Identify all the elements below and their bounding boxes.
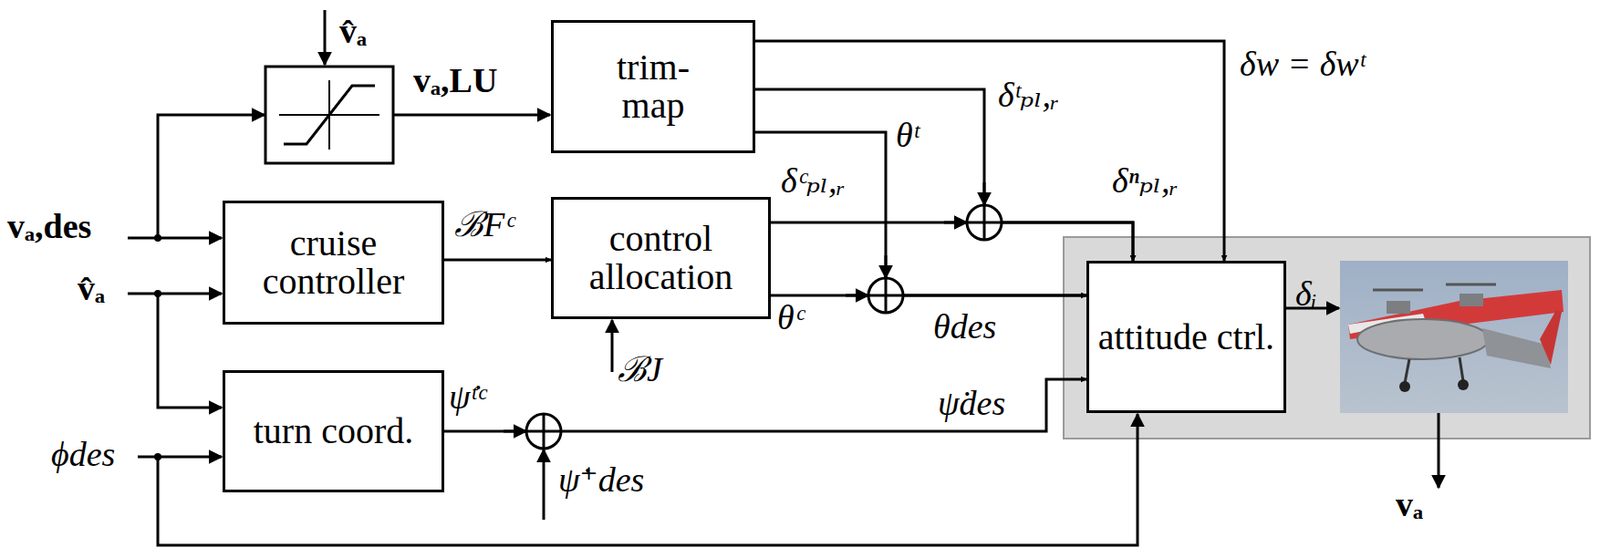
process-box: cruise controller (222, 200, 445, 325)
signal-label: vₐ,LU (413, 62, 498, 101)
signal-wires (127, 10, 1439, 546)
aircraft-photo (1340, 260, 1569, 414)
node-text-group: attitude ctrl. (1098, 318, 1275, 357)
signal-label: ψ̇⁺des (558, 461, 645, 500)
process-box: turn coord. (222, 370, 445, 493)
node-label: cruise controller (225, 224, 442, 302)
edge-label: ℬFᶜ (454, 206, 514, 245)
signal-label: ψ̇des (937, 384, 1006, 424)
node-text-group: control allocation (553, 219, 769, 297)
signal-connector (444, 259, 551, 262)
signal-label: ℬJ (617, 351, 663, 390)
edge-label: δᶜₚₗ,ᵣ (780, 162, 846, 201)
plant-band (1063, 237, 1590, 439)
signal-connector (770, 222, 1133, 261)
signal-connector (755, 89, 1133, 261)
edge-label: ψ̇ᵗᶜ (448, 378, 486, 417)
signal-label: ϕdes (51, 436, 115, 475)
edge-label: δw = δwᵗ (1239, 45, 1365, 84)
signal-label: δᵢ (1295, 275, 1318, 314)
node-label: attitude ctrl. (1098, 318, 1275, 357)
node-label: turn coord. (253, 412, 415, 451)
process-box: control allocation (550, 197, 771, 320)
node-text-group: turn coord. (253, 412, 415, 451)
signal-label: v̂ₐ (339, 12, 367, 52)
edge-label: θᶜ (777, 299, 804, 338)
signal-label: θdes (933, 308, 997, 347)
junction-dots (154, 234, 162, 461)
signal-label: vₐ,des (7, 207, 92, 247)
node-label: trim- map (598, 48, 708, 125)
signal-label: vₐ (1395, 486, 1424, 525)
node-label: control allocation (553, 219, 769, 297)
controller-box: attitude ctrl. (1086, 260, 1287, 414)
signal-label: v̂ₐ (77, 270, 105, 309)
process-box: trim- map (550, 20, 756, 154)
saturation-block (265, 66, 394, 164)
signal-connector (755, 41, 1225, 261)
signal-connector (755, 132, 1087, 296)
signal-label: δⁿₚₗ,ᵣ (1111, 162, 1179, 201)
node-text-group: trim- map (598, 48, 708, 125)
edge-label: θᵗ (895, 116, 919, 156)
node-text-group: cruise controller (225, 224, 442, 302)
edge-label: δᵗₚₗ,ᵣ (997, 76, 1060, 115)
